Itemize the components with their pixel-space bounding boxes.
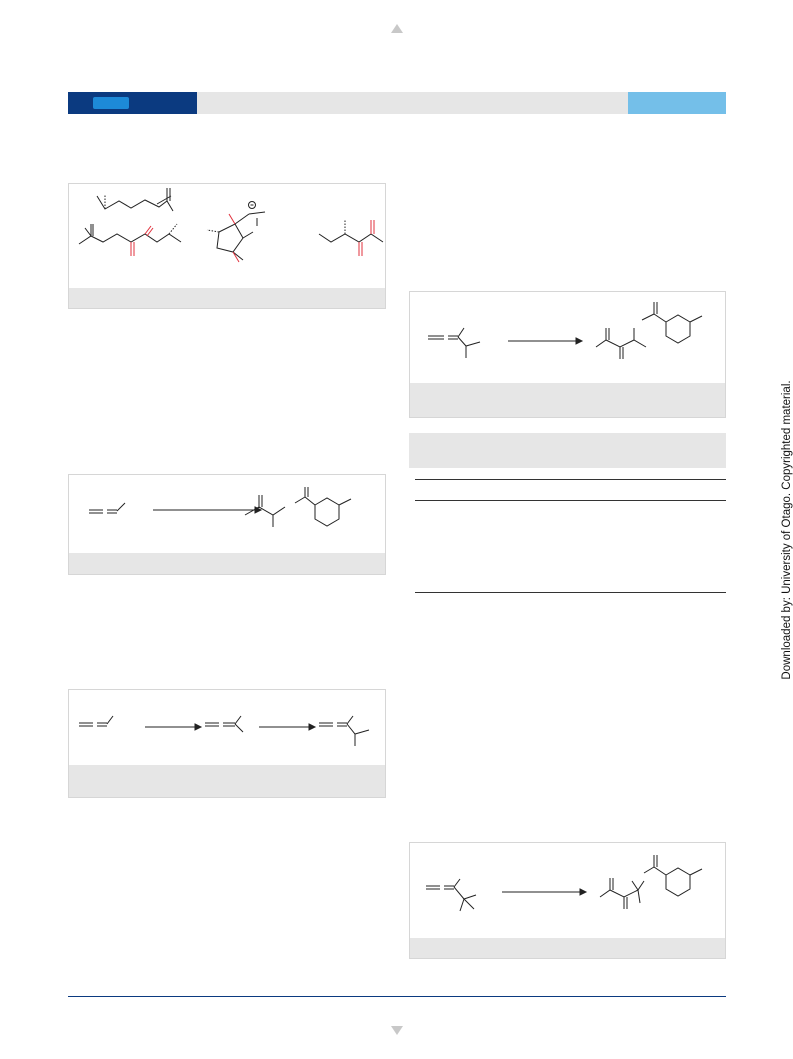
highlight-bonds-right: [358, 220, 375, 256]
table-title-box: [409, 433, 726, 468]
page-down-icon[interactable]: [391, 1026, 403, 1035]
footer-rule: [68, 996, 726, 997]
chain-top: [96, 195, 174, 212]
figure-1-drawing: [78, 188, 384, 263]
benzene-ring: [665, 314, 691, 344]
chain-left: [78, 233, 182, 245]
header-brand-block: [68, 92, 197, 114]
scheme-3-drawing: [89, 487, 352, 527]
scheme-2-reaction: [409, 291, 726, 418]
scheme-2-drawing: [428, 302, 703, 359]
figure-1-structures: [68, 183, 386, 309]
header-section-block: [628, 92, 726, 114]
chain-right: [318, 233, 384, 243]
double-bond-top: [156, 195, 172, 205]
scheme-5-drawing: [426, 855, 703, 912]
benzene-ring: [665, 867, 691, 897]
table-top-rule: [415, 479, 726, 480]
journal-header-bar: [68, 92, 726, 114]
table-bottom-rule: [415, 592, 726, 593]
scheme-5-reaction: [409, 842, 726, 959]
page-up-icon[interactable]: [391, 24, 403, 33]
scheme-4-caption: [69, 765, 385, 797]
highlight-bonds-middle: [228, 213, 240, 263]
copyright-notice: Downloaded by: University of Otago. Copy…: [781, 380, 793, 680]
scheme-2-caption: [410, 383, 725, 417]
benzene-ring: [314, 497, 340, 527]
table-header-rule: [415, 500, 726, 501]
highlight-bonds-left: [130, 225, 154, 256]
scheme-3-caption: [69, 553, 385, 574]
header-badge: [93, 97, 129, 109]
scheme-4-reaction: [68, 689, 386, 798]
figure-1-caption: [69, 288, 385, 308]
scheme-4-drawing: [79, 715, 370, 746]
ring-middle: [216, 223, 244, 253]
scheme-3-reaction: [68, 474, 386, 575]
scheme-5-caption: [410, 938, 725, 958]
